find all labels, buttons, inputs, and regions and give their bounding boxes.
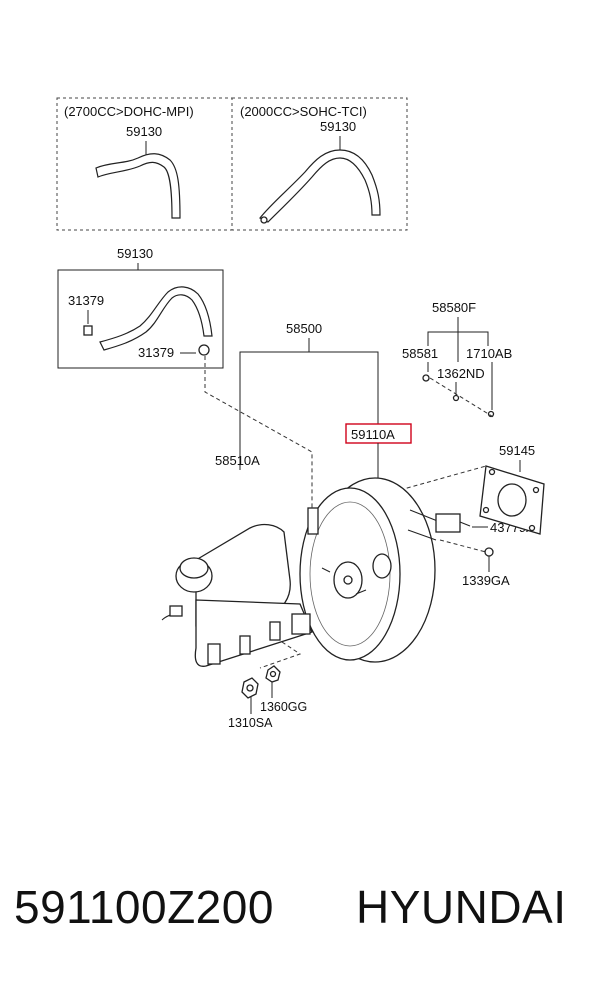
clip-label-top: 31379 [68, 293, 104, 308]
nut-icon [241, 677, 259, 699]
label-59110A: 59110A [351, 427, 395, 442]
label-58510A: 58510A [215, 453, 260, 468]
variant-label-right: (2000CC>SOHC-TCI) [240, 104, 367, 119]
master-cylinder-icon [161, 523, 313, 667]
clip-label-bottom: 31379 [138, 345, 174, 360]
label-1362ND: 1362ND [437, 366, 485, 381]
footer-brand: HYUNDAI [356, 881, 567, 933]
variant-label-left: (2700CC>DOHC-MPI) [64, 104, 194, 119]
hose-box: 59130 31379 31379 [57, 246, 224, 369]
label-1710AB: 1710AB [466, 346, 512, 361]
label-58500: 58500 [286, 321, 322, 336]
hose-icon [95, 153, 181, 219]
label-58580F: 58580F [432, 300, 476, 315]
label-1339GA: 1339GA [462, 573, 510, 588]
hose-icon [259, 149, 381, 223]
variant-box-right: (2000CC>SOHC-TCI) 59130 [231, 97, 408, 231]
hose-icon [99, 286, 213, 351]
clip-icon [83, 325, 93, 336]
nut-icon [265, 665, 281, 683]
clip-icon [198, 344, 210, 356]
footer-part-number: 591100Z200 [14, 881, 274, 933]
variant-box-left: (2700CC>DOHC-MPI) 59130 [56, 97, 233, 231]
variant-part-right: 59130 [320, 119, 356, 134]
label-1310SA: 1310SA [228, 716, 273, 730]
footer: 591100Z200 HYUNDAI [0, 880, 600, 950]
variant-part-left: 59130 [126, 124, 162, 139]
label-1360GG: 1360GG [260, 700, 307, 714]
label-59145: 59145 [499, 443, 535, 458]
label-58581: 58581 [402, 346, 438, 361]
hose-box-part: 59130 [117, 246, 153, 261]
gasket-plate-icon [479, 465, 545, 535]
brake-booster-icon [299, 477, 471, 663]
